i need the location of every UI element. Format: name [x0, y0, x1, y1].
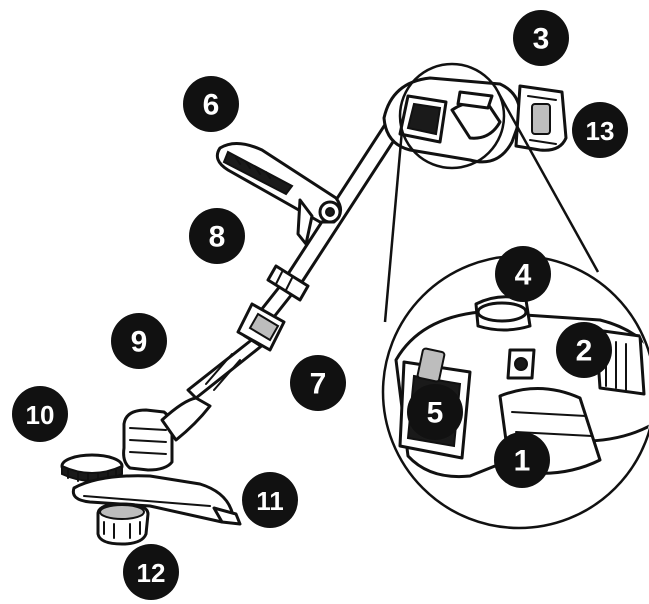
callout-10: 10 — [12, 386, 68, 442]
callout-badge — [495, 246, 551, 302]
callout-label: 10 — [26, 400, 55, 430]
callout-badge — [290, 355, 346, 411]
callout-label: 3 — [533, 23, 550, 56]
callout-9: 9 — [111, 313, 167, 369]
callout-label: 4 — [515, 259, 532, 292]
callout-badge — [513, 10, 569, 66]
main-handle-housing — [382, 76, 522, 164]
magnifier-source-circle — [398, 62, 506, 170]
callout-label: 9 — [131, 326, 148, 359]
callout-2: 2 — [556, 322, 612, 378]
trimmer-guard — [71, 474, 242, 526]
magnifier-connector-right — [496, 91, 600, 273]
callout-13: 13 — [572, 102, 628, 158]
battery-pack — [514, 84, 568, 152]
callout-badge — [183, 76, 239, 132]
callout-11: 11 — [242, 472, 298, 528]
callout-badge — [572, 102, 628, 158]
callout-4: 4 — [495, 246, 551, 302]
magnifier-connector-left — [383, 129, 404, 323]
callout-badge — [123, 544, 179, 600]
callout-label: 2 — [576, 335, 593, 368]
callout-badge — [111, 313, 167, 369]
callout-6: 6 — [183, 76, 239, 132]
auxiliary-handle — [215, 142, 342, 246]
callout-label: 5 — [427, 397, 444, 430]
callout-label: 13 — [586, 116, 615, 146]
callout-badge — [407, 384, 463, 440]
callout-7: 7 — [290, 355, 346, 411]
lower-shaft-collar — [236, 302, 286, 352]
callout-label: 11 — [256, 486, 284, 516]
callout-label: 1 — [514, 445, 531, 478]
callout-12: 12 — [123, 544, 179, 600]
motor-head — [122, 396, 212, 472]
callout-label: 6 — [203, 89, 220, 122]
callout-badge — [12, 386, 68, 442]
callout-1: 1 — [494, 432, 550, 488]
callout-badge — [494, 432, 550, 488]
callout-badge — [189, 208, 245, 264]
height-adjust-collar — [266, 264, 310, 302]
callout-5: 5 — [407, 384, 463, 440]
callout-label: 7 — [310, 368, 327, 401]
trimmer-illustration — [60, 76, 568, 546]
spool-cap-knob — [60, 453, 124, 483]
callout-3: 3 — [513, 10, 569, 66]
callout-label: 12 — [137, 558, 166, 588]
callout-8: 8 — [189, 208, 245, 264]
callout-badge — [242, 472, 298, 528]
callout-badge — [556, 322, 612, 378]
edge-guide-wheel — [96, 502, 150, 546]
callout-label: 8 — [209, 221, 226, 254]
